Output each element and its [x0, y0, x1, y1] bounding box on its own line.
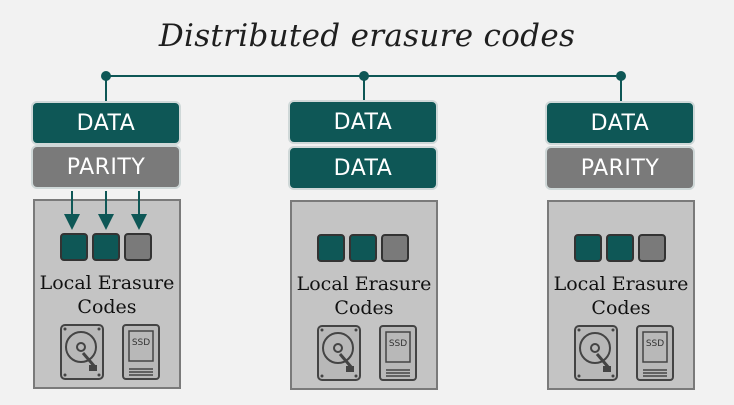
- label-line-1: Local Erasure: [553, 273, 689, 295]
- node-1-block-1: DATA: [31, 101, 181, 145]
- parity-chunk: [381, 234, 409, 262]
- label-line-2: Codes: [334, 297, 394, 319]
- parity-chunk: [638, 234, 666, 262]
- data-chunk: [60, 233, 88, 261]
- ssd-icon: SSD: [636, 325, 674, 381]
- bus-junction-2: [359, 71, 369, 81]
- node-2-label: Local Erasure Codes: [292, 272, 436, 320]
- data-chunk: [92, 233, 120, 261]
- node-3-block-2: PARITY: [545, 146, 695, 190]
- bus-junction-1: [101, 71, 111, 81]
- data-chunk: [317, 234, 345, 262]
- connection-bus: [101, 71, 626, 102]
- hard-disk-icon: [574, 325, 618, 381]
- node-3-label: Local Erasure Codes: [549, 272, 693, 320]
- node-3-storage: Local Erasure Codes SSD: [547, 200, 695, 390]
- node-2-chunks: [317, 234, 409, 262]
- ssd-icon: SSD: [122, 324, 160, 380]
- node-1-block-2: PARITY: [31, 145, 181, 189]
- hard-disk-icon: [60, 324, 104, 380]
- node-1-chunks: [60, 233, 152, 261]
- label-line-1: Local Erasure: [39, 272, 175, 294]
- node-2-block-1: DATA: [288, 100, 438, 144]
- diagram-title: Distributed erasure codes: [158, 18, 576, 54]
- parity-chunk: [124, 233, 152, 261]
- node-2-block-2: DATA: [288, 146, 438, 190]
- node-1-storage: Local Erasure Codes SSD: [33, 199, 181, 389]
- node-1-label: Local Erasure Codes: [35, 271, 179, 319]
- label-line-2: Codes: [591, 297, 651, 319]
- ssd-text: SSD: [646, 339, 664, 349]
- hard-disk-icon: [317, 325, 361, 381]
- label-line-2: Codes: [77, 296, 137, 318]
- data-chunk: [349, 234, 377, 262]
- node-3-chunks: [574, 234, 666, 262]
- data-chunk: [574, 234, 602, 262]
- ssd-text: SSD: [132, 338, 150, 348]
- bus-junction-3: [616, 71, 626, 81]
- ssd-icon: SSD: [379, 325, 417, 381]
- ssd-text: SSD: [389, 339, 407, 349]
- node-3-block-1: DATA: [545, 101, 695, 145]
- data-chunk: [606, 234, 634, 262]
- node-2-storage: Local Erasure Codes SSD: [290, 200, 438, 390]
- label-line-1: Local Erasure: [296, 273, 432, 295]
